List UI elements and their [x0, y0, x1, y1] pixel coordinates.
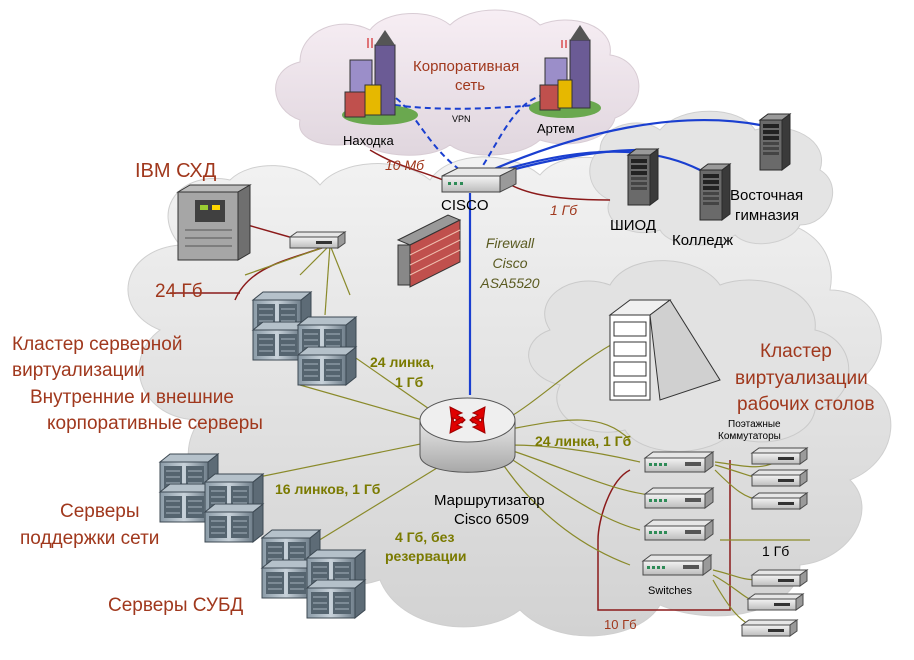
nakhodka-building-icon: [342, 30, 418, 125]
router-label-1: Маршрутизатор: [434, 492, 545, 509]
ibm-storage-label: IBM СХД: [135, 160, 217, 182]
speed-24gb-label: 24 Гб: [155, 281, 203, 302]
core-router-icon: [419, 397, 516, 473]
corp-network-label-1: Корпоративная: [413, 58, 519, 75]
firewall-label-2: Cisco: [492, 255, 527, 271]
college-server-icon: [699, 163, 731, 221]
reservation-label-1: 4 Гб, без: [395, 529, 454, 545]
desktop-cluster-label-2: виртуализации: [735, 368, 868, 389]
reservation-label-2: резервации: [385, 548, 466, 564]
virt-cluster-label-1: Кластер серверной: [12, 334, 182, 355]
speed-1gb-right-label: 1 Гб: [762, 543, 789, 559]
links-16-label: 16 линков, 1 Гб: [275, 481, 381, 497]
floor-switches-label-1: Поэтажные: [728, 419, 781, 430]
floor-switches-label-2: Коммутаторы: [718, 431, 781, 442]
firewall-icon: [396, 214, 462, 288]
shiod-label: ШИОД: [610, 217, 656, 234]
desktop-cluster-label-3: рабочих столов: [737, 394, 875, 415]
internal-servers-label-1: Внутренние и внешние: [30, 387, 234, 408]
internal-servers-label-2: корпоративные серверы: [47, 413, 263, 434]
firewall-label-3: ASA5520: [479, 275, 539, 291]
speed-1gb-top-label: 1 Гб: [550, 202, 578, 218]
gymnasium-label-1: Восточная: [730, 187, 803, 204]
speed-10gb-label: 10 Гб: [604, 617, 637, 632]
artem-building-icon: [529, 25, 601, 118]
support-servers-label-2: поддержки сети: [20, 528, 159, 549]
shiod-server-icon: [627, 148, 659, 206]
artem-label: Артем: [537, 121, 575, 136]
cisco-label: CISCO: [441, 197, 489, 214]
links-24-right-label: 24 линка, 1 Гб: [535, 433, 632, 449]
storage-switch-icon: [289, 231, 346, 249]
firewall-label-1: Firewall: [486, 235, 535, 251]
gymnasium-label-2: гимназия: [735, 207, 799, 224]
links-24-label-1: 24 линка,: [370, 354, 434, 370]
cisco-router-icon: [441, 167, 517, 193]
desktop-cluster-label-1: Кластер: [760, 341, 832, 362]
corp-network-label-2: сеть: [455, 77, 485, 94]
ibm-storage-icon: [176, 184, 252, 261]
virt-cluster-label-2: виртуализации: [12, 360, 145, 381]
support-servers-label-1: Серверы: [60, 501, 140, 522]
router-label-2: Cisco 6509: [454, 511, 529, 528]
desktop-cluster-icon: [608, 299, 721, 401]
switches-label: Switches: [648, 585, 693, 597]
gymnasium-server-icon: [759, 113, 791, 171]
vpn-label: VPN: [452, 114, 471, 124]
dbms-servers-label: Серверы СУБД: [108, 595, 243, 616]
links-24-label-2: 1 Гб: [395, 374, 424, 390]
college-label: Колледж: [672, 232, 733, 249]
nakhodka-label: Находка: [343, 133, 394, 148]
speed-10mb-label: 10 Мб: [385, 157, 425, 173]
